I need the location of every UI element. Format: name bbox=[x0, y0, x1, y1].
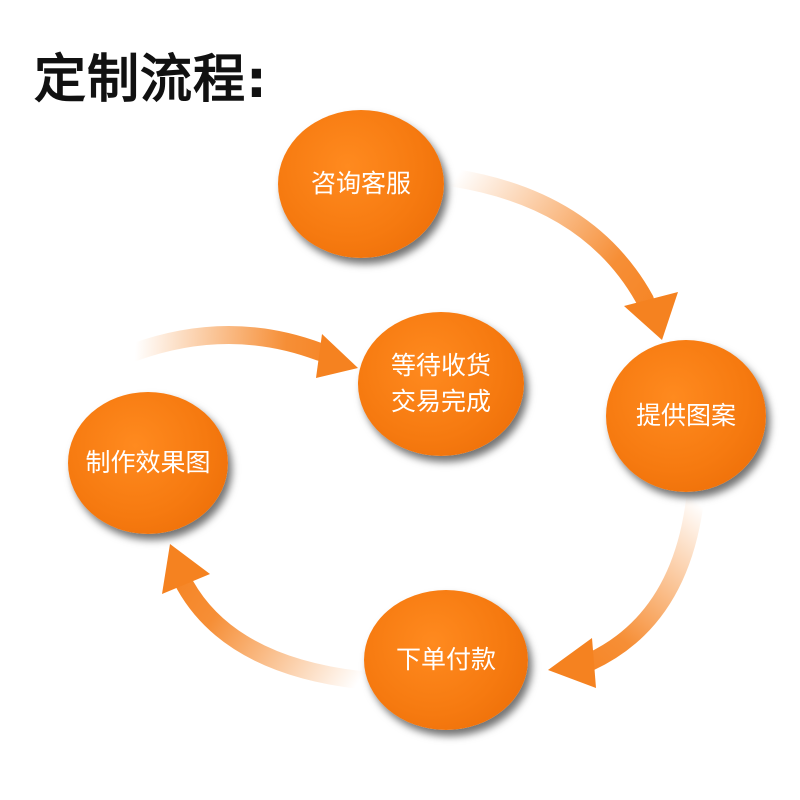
step-make-render-label: 制作效果图 bbox=[85, 447, 211, 477]
step-complete-line2: 交易完成 bbox=[390, 387, 491, 416]
step-complete-line1: 等待收货 bbox=[390, 350, 491, 380]
arrow-order-to-render bbox=[162, 544, 369, 689]
step-complete-transaction: 等待收货 交易完成 bbox=[358, 312, 524, 456]
step-place-order: 下单付款 bbox=[364, 590, 528, 730]
step-provide-design-label: 提供图案 bbox=[635, 400, 736, 430]
arrow-consult-to-design bbox=[446, 169, 678, 340]
step-place-order-label: 下单付款 bbox=[395, 644, 496, 674]
page-title: 定制流程: bbox=[34, 50, 268, 110]
arrow-render-to-complete bbox=[126, 326, 358, 378]
step-make-render: 制作效果图 bbox=[68, 392, 228, 534]
step-provide-design: 提供图案 bbox=[606, 340, 766, 492]
step-consult-service-label: 咨询客服 bbox=[310, 168, 411, 198]
step-consult-service: 咨询客服 bbox=[278, 110, 444, 258]
arrow-design-to-order bbox=[548, 491, 704, 688]
